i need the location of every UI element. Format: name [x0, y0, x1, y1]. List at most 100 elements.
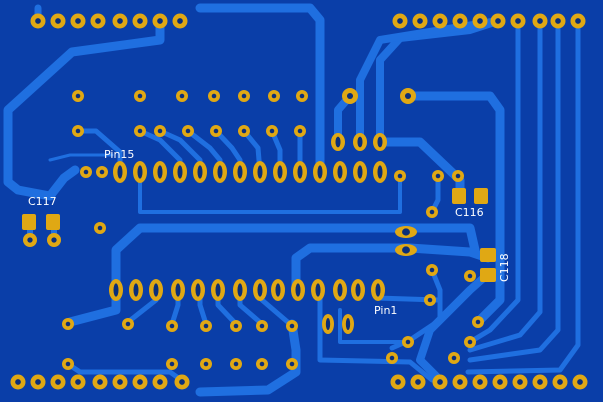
- via-hole: [241, 128, 247, 134]
- c116-pad-left: [452, 188, 466, 204]
- trace: [195, 319, 301, 397]
- via-hole: [75, 93, 81, 99]
- ic-lower-pin-hole: [153, 283, 159, 297]
- c118-pad-bottom: [480, 268, 496, 282]
- via-hole: [289, 323, 295, 329]
- connector-pad-hole: [325, 318, 331, 330]
- header-pad-hole: [557, 379, 563, 385]
- trace: [195, 3, 325, 177]
- header-pad-hole: [477, 379, 483, 385]
- header-pad-hole: [137, 18, 143, 24]
- via-hole: [65, 321, 71, 327]
- header-pad-hole: [157, 18, 163, 24]
- via-hole: [157, 128, 163, 134]
- header-pad-hole: [477, 18, 483, 24]
- ic-lower-pin-hole: [195, 283, 201, 297]
- via-hole: [429, 209, 435, 215]
- header-pad-hole: [515, 18, 521, 24]
- ic-upper-pin-hole: [137, 165, 143, 179]
- smd-components: [22, 188, 496, 282]
- ic-lower-pin-hole: [237, 283, 243, 297]
- c117-tht-pad-hole: [51, 237, 57, 243]
- via-hole: [65, 361, 71, 367]
- c118-pad-top: [480, 248, 496, 262]
- via-hole: [269, 128, 275, 134]
- header-pad-hole: [575, 18, 581, 24]
- ic-lower-pin-hole: [375, 283, 381, 297]
- header-pad-hole: [437, 379, 443, 385]
- via-hole: [299, 93, 305, 99]
- header-pad-hole: [157, 379, 163, 385]
- via-hole: [259, 361, 265, 367]
- ic-lower-pin-hole: [295, 283, 301, 297]
- via-hole: [211, 93, 217, 99]
- label-c117: C117: [28, 195, 57, 208]
- trace: [317, 287, 435, 383]
- trace: [291, 243, 493, 295]
- ic-upper-pin-hole: [257, 165, 263, 179]
- header-pad-hole: [35, 379, 41, 385]
- label-c116: C116: [455, 206, 484, 219]
- trace: [48, 153, 114, 162]
- trace: [467, 18, 561, 363]
- ic-lower-pin-hole: [315, 283, 321, 297]
- ic-lower-pin-hole: [215, 283, 221, 297]
- via-hole: [405, 339, 411, 345]
- header-pad-hole: [437, 18, 443, 24]
- via-hole: [429, 267, 435, 273]
- via-hole: [99, 169, 105, 175]
- via-hole: [271, 93, 277, 99]
- via-hole: [203, 323, 209, 329]
- label-pin15: Pin15: [104, 148, 134, 161]
- ic-lower-pin-hole: [113, 283, 119, 297]
- header-pad-hole: [97, 379, 103, 385]
- ic-lower-pin-hole: [175, 283, 181, 297]
- via-hole: [475, 319, 481, 325]
- via-hole: [289, 361, 295, 367]
- resistor-pad-hole: [402, 228, 410, 236]
- trace: [465, 18, 581, 375]
- ic-lower-pin-hole: [337, 283, 343, 297]
- ic-upper-pin-hole: [337, 165, 343, 179]
- header-pad-hole: [55, 18, 61, 24]
- header-pad-hole: [55, 379, 61, 385]
- ic-upper-pin-hole: [317, 165, 323, 179]
- via-hole: [125, 321, 131, 327]
- pads: [10, 13, 588, 390]
- ic-upper-pin-hole: [357, 165, 363, 179]
- ic-upper-pin-hole: [277, 165, 283, 179]
- via-hole: [137, 93, 143, 99]
- header-pad-hole: [179, 379, 185, 385]
- header-pad-hole: [395, 379, 401, 385]
- header-pad-hole: [517, 379, 523, 385]
- ic-upper-pin-hole: [197, 165, 203, 179]
- ic-upper-pin-hole: [157, 165, 163, 179]
- pad-large-hole: [335, 136, 341, 148]
- ic-upper-pin-hole: [237, 165, 243, 179]
- via-hole: [185, 128, 191, 134]
- c117-pad-right: [46, 214, 60, 230]
- via-hole: [467, 339, 473, 345]
- trace: [467, 18, 543, 353]
- header-pad-hole: [117, 379, 123, 385]
- via-hole: [451, 355, 457, 361]
- header-pad-hole: [577, 379, 583, 385]
- ic-lower-pin-hole: [355, 283, 361, 297]
- resistor-pad-hole: [402, 246, 410, 254]
- via-hole: [427, 297, 433, 303]
- header-pad-hole: [457, 379, 463, 385]
- via-hole: [213, 128, 219, 134]
- header-pad-hole: [497, 379, 503, 385]
- pad-large-hole: [357, 136, 363, 148]
- via-hole: [169, 323, 175, 329]
- header-pad-hole: [95, 18, 101, 24]
- via-hole: [75, 128, 81, 134]
- via-hole: [467, 273, 473, 279]
- label-c118: C118: [498, 253, 511, 282]
- trace: [416, 270, 492, 384]
- c117-pad-left: [22, 214, 36, 230]
- trace: [467, 18, 521, 345]
- header-pad-hole: [457, 18, 463, 24]
- connector-pad-hole: [345, 318, 351, 330]
